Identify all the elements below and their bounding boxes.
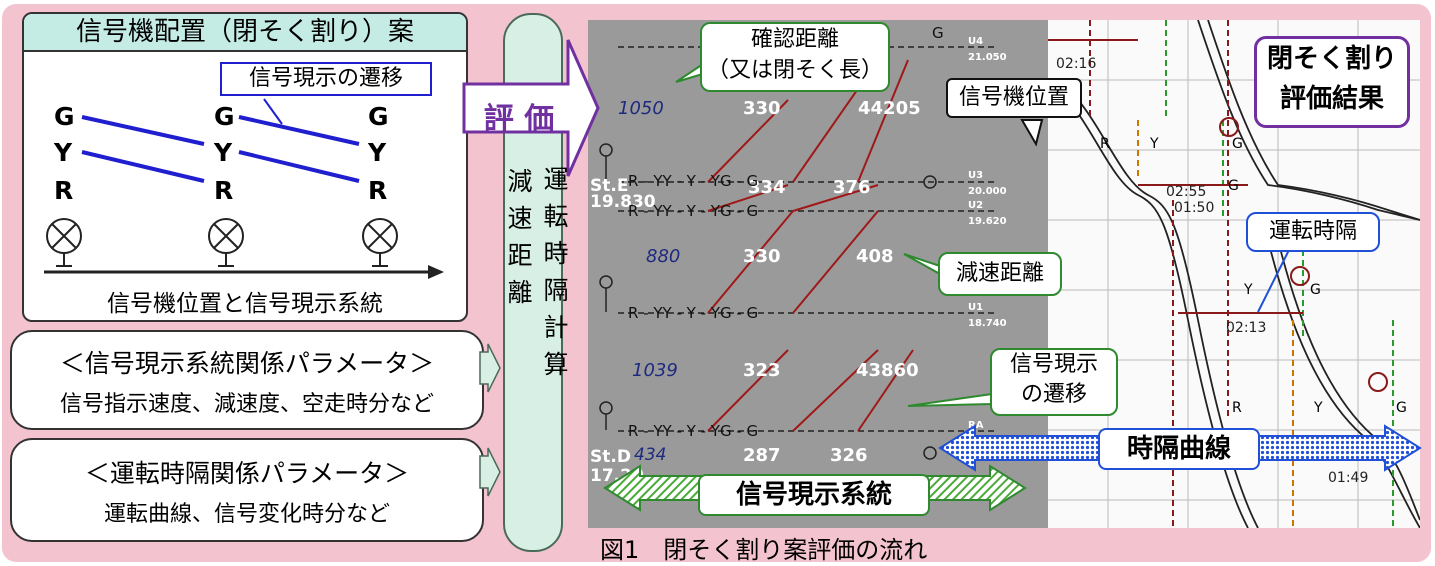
- station-e-label: St.E: [590, 176, 629, 196]
- graph-aspect-r: R: [1100, 136, 1110, 152]
- sl-km: 21.050: [968, 52, 1007, 63]
- aspect-g-1: G: [54, 102, 75, 131]
- sl-km: 20.000: [968, 186, 1007, 197]
- sl-km: 18.740: [968, 318, 1007, 329]
- graph-aspect-y: Y: [1314, 400, 1323, 416]
- signal-schematic: [44, 98, 444, 279]
- aspect-g-3: G: [368, 102, 389, 131]
- station-d-label: St.D: [590, 447, 631, 467]
- aspect-g-2: G: [214, 102, 235, 131]
- sl-val: 287: [743, 445, 781, 466]
- aspect-chain: R - YY - Y - YG - G: [628, 422, 759, 440]
- sl-val: 330: [743, 98, 781, 119]
- param-arrow-icon: [479, 343, 501, 393]
- aspect-system-banner: 信号現示系統: [698, 474, 930, 516]
- signal-card-bottom-label: 信号機位置と信号現示系統: [107, 291, 383, 317]
- transition-line: [81, 115, 205, 146]
- sl-val: 334: [748, 177, 786, 198]
- figure-caption: 図1 閉そく割り案評価の流れ: [600, 536, 928, 564]
- aspect-r-1: R: [54, 176, 74, 205]
- transition-line: [238, 115, 360, 146]
- graph-aspect-g: G: [1228, 178, 1239, 194]
- sl-val: 43860: [856, 360, 919, 381]
- graph-aspect-y: Y: [1150, 136, 1159, 152]
- sl-val: 44205: [858, 98, 921, 119]
- transition-label: 信号現示の遷移: [220, 62, 432, 96]
- evaluation-label: 評 価: [483, 102, 555, 137]
- param-sub: 運転曲線、信号変化時分など: [103, 502, 390, 527]
- aspect-g-top: G: [932, 24, 944, 42]
- sl-left-880: 880: [646, 246, 681, 267]
- graph-aspect-r: R: [1232, 400, 1242, 416]
- sl-val: 326: [830, 445, 868, 466]
- sl-sig: U4: [968, 36, 984, 47]
- headway-graph-lines: [1048, 20, 1420, 528]
- sl-sig: U3: [968, 170, 984, 181]
- callout-leader: [263, 98, 283, 125]
- result-line-1: 閉そく割り: [1266, 44, 1397, 74]
- aspect-y-2: Y: [214, 138, 233, 167]
- headway-params-card: ＜運転時隔関係パラメータ＞ 運転曲線、信号変化時分など: [10, 438, 484, 542]
- callout-signal-position: 信号機位置: [946, 78, 1082, 118]
- sl-left-434: 434: [634, 445, 667, 465]
- time-label: 02:13: [1226, 320, 1267, 336]
- signal-arrangement-card: 信号機配置（閉そく割り）案: [22, 12, 468, 322]
- sl-val: 408: [856, 246, 894, 267]
- time-label: 02:55: [1166, 184, 1207, 200]
- sl-left-1039: 1039: [632, 360, 678, 381]
- station-e-km: 19.830: [590, 192, 656, 212]
- param-arrow-icon: [479, 447, 501, 497]
- time-label: 01:49: [1328, 470, 1369, 486]
- sl-sig: U1: [968, 302, 984, 313]
- aspect-r-3: R: [368, 176, 388, 205]
- time-label: 01:50: [1174, 200, 1215, 216]
- param-head: ＜信号現示系統関係パラメータ＞: [59, 349, 435, 378]
- transition-line: [81, 150, 205, 183]
- aspect-y-3: Y: [368, 138, 387, 167]
- sl-val: 323: [743, 360, 781, 381]
- transition-line: [238, 150, 360, 183]
- graph-aspect-y: Y: [1244, 282, 1253, 298]
- graph-aspect-g: G: [1232, 136, 1243, 152]
- callout-confirm-distance: 確認距離 （又は閉そく長）: [700, 22, 890, 92]
- calc-headway-text: 運転時隔計算: [543, 165, 569, 379]
- signal-card-title: 信号機配置（閉そく割り）案: [24, 14, 466, 52]
- param-head: ＜運転時隔関係パラメータ＞: [84, 459, 410, 488]
- calc-decel-text: 減速距離: [507, 167, 533, 307]
- sl-left-1050: 1050: [618, 98, 664, 119]
- aspect-system-params-card: ＜信号現示系統関係パラメータ＞ 信号指示速度、減速度、空走時分など: [10, 330, 484, 430]
- aspect-chain: R - YY - Y - YG - G: [628, 304, 759, 322]
- time-label: 02:16: [1056, 56, 1097, 72]
- callout-decel-distance: 減速距離: [938, 252, 1062, 296]
- callout-aspect-transition: 信号現示 の遷移: [990, 348, 1118, 416]
- sl-val: 376: [833, 177, 871, 198]
- result-line-2: 評価結果: [1279, 84, 1384, 114]
- aspect-y-1: Y: [54, 138, 73, 167]
- sl-sig: U2: [968, 200, 984, 211]
- callout-headway: 運転時隔: [1246, 212, 1380, 252]
- sl-km: 19.620: [968, 216, 1007, 227]
- headway-curve-banner: 時隔曲線: [1098, 428, 1260, 470]
- evaluation-arrow-icon: [462, 39, 600, 177]
- param-sub: 信号指示速度、減速度、空走時分など: [59, 392, 434, 417]
- aspect-r-2: R: [214, 176, 234, 205]
- axis-arrow-icon: [428, 265, 444, 279]
- sl-val: 330: [743, 246, 781, 267]
- aspect-chain: R - YY - Y - YG - G: [628, 172, 759, 190]
- graph-aspect-g: G: [1310, 282, 1321, 298]
- aspect-chain: R - YY - Y - YG - G: [628, 202, 759, 220]
- graph-aspect-g: G: [1396, 400, 1407, 416]
- evaluation-result-box: 閉そく割り 評価結果: [1254, 36, 1410, 128]
